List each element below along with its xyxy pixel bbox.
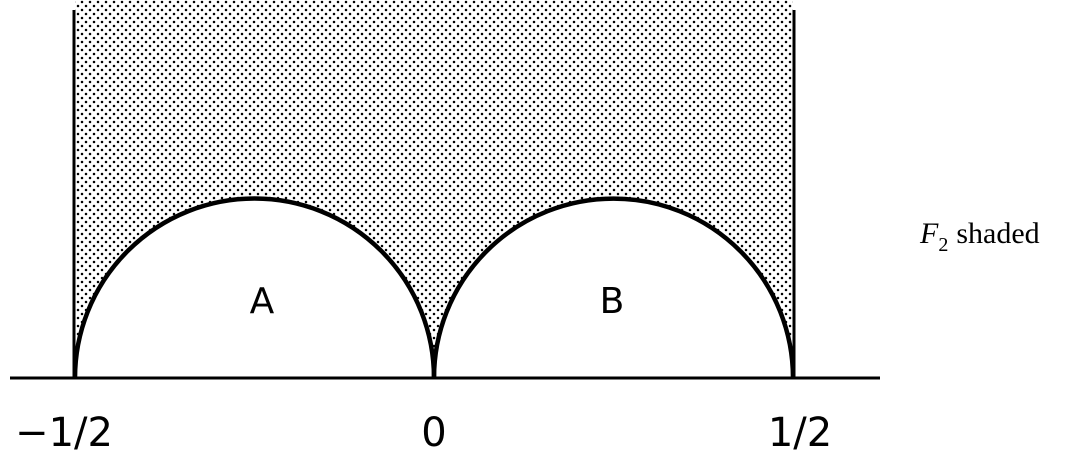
caption-symbol: F bbox=[919, 217, 939, 250]
tick-label-zero: 0 bbox=[421, 410, 446, 450]
caption-subscript: 2 bbox=[938, 234, 948, 256]
region-label-a: A bbox=[250, 281, 275, 322]
shaded-caption: F2 shaded bbox=[919, 217, 1040, 256]
tick-label-neg-half: −1/2 bbox=[15, 410, 113, 450]
caption-text: shaded bbox=[956, 217, 1039, 250]
tick-label-half: 1/2 bbox=[768, 410, 832, 450]
semicircle-arc-a bbox=[72, 196, 437, 379]
region-label-b: B bbox=[600, 281, 625, 322]
shaded-region-f2 bbox=[75, 0, 793, 378]
semicircle-arc-b bbox=[431, 196, 796, 379]
